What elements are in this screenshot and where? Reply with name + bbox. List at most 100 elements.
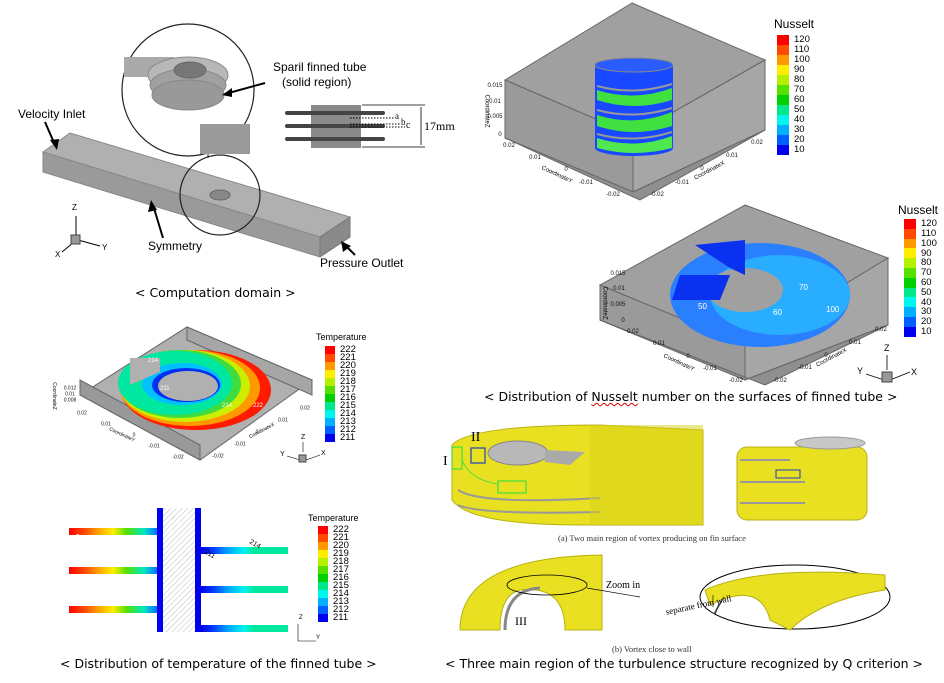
legend-swatch (777, 95, 789, 105)
legend-value: 80 (921, 257, 932, 269)
nusselt1-x-tick: -0.02 (650, 192, 664, 198)
legend-entry: 215 (325, 401, 356, 410)
legend-swatch (325, 354, 335, 362)
legend-entry: 110 (904, 227, 937, 239)
nusselt1-x-tick: 0.02 (751, 140, 763, 146)
legend-entry: 211 (318, 612, 349, 624)
caption-nusselt-word: Nusselt (591, 389, 638, 404)
nusselt-contour-label: 60 (773, 308, 782, 317)
legend-swatch (777, 75, 789, 85)
nusselt-contour-label: 100 (826, 305, 840, 314)
legend-swatch (904, 258, 916, 268)
legend-swatch (318, 606, 328, 614)
legend-value: 100 (921, 237, 937, 249)
temp-contour-label: 214 (148, 358, 159, 364)
legend-entry: 213 (318, 597, 349, 606)
nusselt1-y-tick: -0.01 (579, 180, 593, 186)
temp-x-tick: -0.01 (234, 441, 246, 448)
nusselt-triad-x: X (911, 367, 918, 377)
legend-entry: 80 (777, 75, 810, 85)
legend-swatch (904, 238, 916, 249)
legend-value: 80 (794, 74, 805, 86)
legend-value: 221 (333, 532, 349, 544)
legend-swatch (777, 35, 789, 45)
legend-value: 211 (340, 432, 356, 444)
temp-y-tick: 0.01 (101, 421, 111, 428)
legend-value: 50 (921, 286, 932, 298)
temp-y-tick: 0.02 (77, 410, 87, 417)
nusselt2-z-tick: 0.01 (613, 286, 625, 292)
dim-a: a (395, 111, 399, 121)
legend-swatch (777, 105, 789, 115)
nusselt1-x-tick: 0 (700, 166, 704, 172)
legend-swatch (777, 45, 789, 55)
nusselt-legend-title-1: Nusselt (774, 17, 815, 31)
legend-value: 222 (333, 524, 349, 536)
legend-swatch (904, 287, 916, 298)
legend-value: 110 (921, 227, 937, 239)
caption-nusselt: < Distribution of Nusselt number on the … (484, 389, 897, 404)
tube-hole (209, 189, 231, 201)
nusselt1-z-tick: 0.005 (487, 114, 503, 120)
nusselt1-y-tick: 0 (564, 167, 568, 173)
legend-entry: 221 (325, 353, 356, 362)
dim-17mm: 17mm (424, 119, 455, 133)
legend-value: 213 (340, 416, 356, 428)
legend-swatch (904, 277, 916, 288)
dim-b: b (401, 117, 406, 127)
legend-value: 215 (333, 580, 349, 592)
caption-computation-domain: < Computation domain > (135, 285, 296, 300)
legend-entry: 120 (777, 35, 810, 45)
pressure-outlet-label: Pressure Outlet (320, 256, 404, 270)
nusselt2-y-tick: 0.02 (627, 329, 639, 335)
temp-contour-label: 214 (222, 403, 233, 409)
legend-swatch (777, 115, 789, 125)
nusselt2-y-tick: -0.02 (729, 378, 743, 384)
legend-entry: 218 (318, 556, 349, 568)
nusselt-triad-z: Z (884, 343, 890, 353)
legend-value: 30 (794, 124, 805, 136)
nusselt2-x-tick: 0 (824, 353, 828, 359)
nusselt2-x-tick: 0.02 (875, 327, 887, 333)
legend-value: 212 (340, 424, 356, 436)
legend-swatch (325, 362, 335, 370)
nusselt1-x-tick: -0.01 (675, 180, 689, 186)
legend-swatch (318, 542, 328, 550)
temp2d-axis-y: Y (316, 635, 321, 641)
nusselt2-z-tick: 0.015 (610, 271, 626, 277)
legend-swatch (318, 590, 328, 598)
legend-entry: 30 (904, 307, 937, 317)
nusselt2-z-tick: 0.005 (610, 302, 626, 308)
temp-z-tick: 0.01 (65, 391, 75, 398)
legend-value: 40 (921, 296, 932, 308)
legend-value: 60 (794, 94, 805, 106)
legend-entry: 50 (904, 286, 937, 298)
legend-value: 50 (794, 104, 805, 116)
legend-value: 212 (333, 604, 349, 616)
legend-swatch (904, 297, 916, 308)
nusselt2-z-tick: 0 (621, 318, 625, 324)
dim-c: c (406, 120, 411, 131)
temp2d-axis-z: Z (299, 615, 303, 621)
legend-value: 20 (794, 134, 805, 146)
legend-entry: 212 (318, 604, 349, 616)
legend-value: 218 (333, 556, 349, 568)
temp-x-tick: -0.02 (212, 453, 224, 460)
temp-z-tick: 0.012 (63, 385, 77, 392)
legend-value: 70 (794, 84, 805, 96)
legend-entry: 10 (777, 145, 810, 155)
nusselt1-z-tick: 0 (498, 132, 502, 138)
legend-value: 110 (794, 44, 810, 56)
legend-value: 70 (921, 267, 932, 279)
finned-tube-sublabel: (solid region) (282, 75, 352, 89)
legend-value: 211 (333, 612, 349, 624)
legend-swatch (777, 125, 789, 135)
temp-triad-y: Y (280, 451, 285, 458)
legend-value: 20 (921, 316, 932, 328)
legend-entry: 40 (777, 115, 810, 125)
